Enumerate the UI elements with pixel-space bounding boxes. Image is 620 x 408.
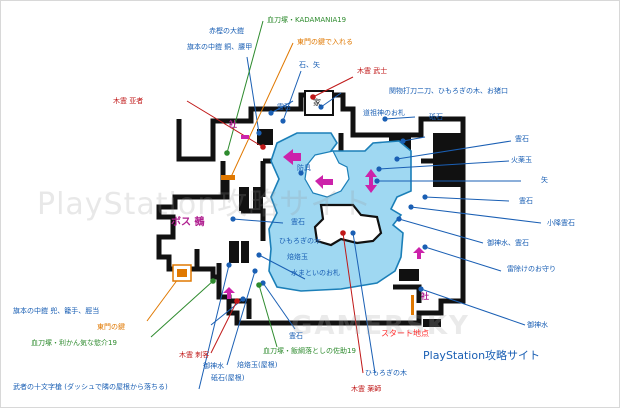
label-akagashi: 赤樫の大鎧 <box>209 27 244 35</box>
boss-label: ボス 鵺 <box>171 217 205 228</box>
label-hatamoto-chuken-1: 旗本の中鎧 銅、腰甲 <box>187 43 253 51</box>
label-mokurei-kyakushi: 木霊 刺客 <box>179 351 210 359</box>
item-dots <box>210 94 428 304</box>
gate-markers <box>172 175 414 315</box>
credit-text: PlayStation攻略サイト <box>423 349 541 362</box>
label-mokurei-bushi: 木霊 武士 <box>357 67 388 75</box>
label-reiseki-1: 霊石 <box>277 103 291 111</box>
label-himorogi-2: ひもろぎの木 <box>365 369 407 377</box>
label-east-gate-key: 東門の鍵 <box>97 323 125 331</box>
label-reiseki-2: 霊石 <box>515 135 529 143</box>
map-blocks <box>229 90 461 327</box>
label-goshinsui-2: 御神水 <box>203 362 224 370</box>
label-reiseki-5: 霊石 <box>289 332 303 340</box>
label-stone-arrow: 石、矢 <box>299 61 320 69</box>
label-musha-jumonji: 武者の十文字槍 (ダッシュで隣の屋根から落ちる) <box>13 383 168 391</box>
watermark-playstation: PlayStation攻略サイト <box>37 187 373 222</box>
label-reiseki-4: 霊石 <box>519 197 533 205</box>
house-mark: 家 <box>313 98 321 107</box>
water-area <box>268 132 412 292</box>
label-dosojin: 道祖神のお札 <box>363 109 405 117</box>
label-start-point: スタート地点 <box>381 329 429 338</box>
label-chigatsuka-rikan: 血刀塚・利かん気な慾介19 <box>31 339 117 347</box>
label-raiyoke: 雷除けのお守り <box>507 265 556 273</box>
label-mizumatoi: 水まといのお札 <box>291 269 340 277</box>
label-chigatsuka-itsuki: 血刀塚・飯綱落としの佐助19 <box>263 347 356 355</box>
label-ya: 矢 <box>541 176 548 184</box>
label-mokurei-yakushi: 木霊 薬師 <box>351 385 382 393</box>
shrine-mark-north: 社 <box>229 120 237 129</box>
label-goshinsui-reiseki: 御神水、霊石 <box>487 239 529 247</box>
label-toishi-1: 砥石 <box>429 113 443 121</box>
shrine-mark-south: 社 <box>421 292 429 301</box>
label-himorogi-1: ひもろぎの木 <box>279 237 321 245</box>
label-goshinsui-1: 御神水 <box>527 321 548 329</box>
label-horokudama-1: 焙烙玉 <box>287 253 308 261</box>
label-east-gate-key-in: 東門の鍵で入れる <box>297 38 353 46</box>
label-reiseki-3: 霊石 <box>291 218 305 226</box>
watermark-gamersky: GAMERSKY <box>291 311 470 341</box>
label-hatamoto-chuken-2: 旗本の中鎧 兜、籠手、脛当 <box>13 307 100 315</box>
label-horokudama-roof: 焙烙玉(屋根) <box>237 361 278 369</box>
label-toishi-roof: 砥石(屋根) <box>211 374 245 382</box>
label-kayakudama: 火薬玉 <box>511 156 532 164</box>
label-chigatsuka-kadamania: 血刀塚・KADAMANIA19 <box>267 16 347 24</box>
label-bogu: 防具 <box>297 164 311 172</box>
label-sekimono: 関物打刀二刀、ひもろぎの木、お猪口 <box>389 87 508 95</box>
direction-arrows <box>223 135 425 299</box>
label-kotama-reiseki: 小降霊石 <box>547 219 575 227</box>
label-mokurei-gakusha: 木霊 亚者 <box>113 97 144 105</box>
